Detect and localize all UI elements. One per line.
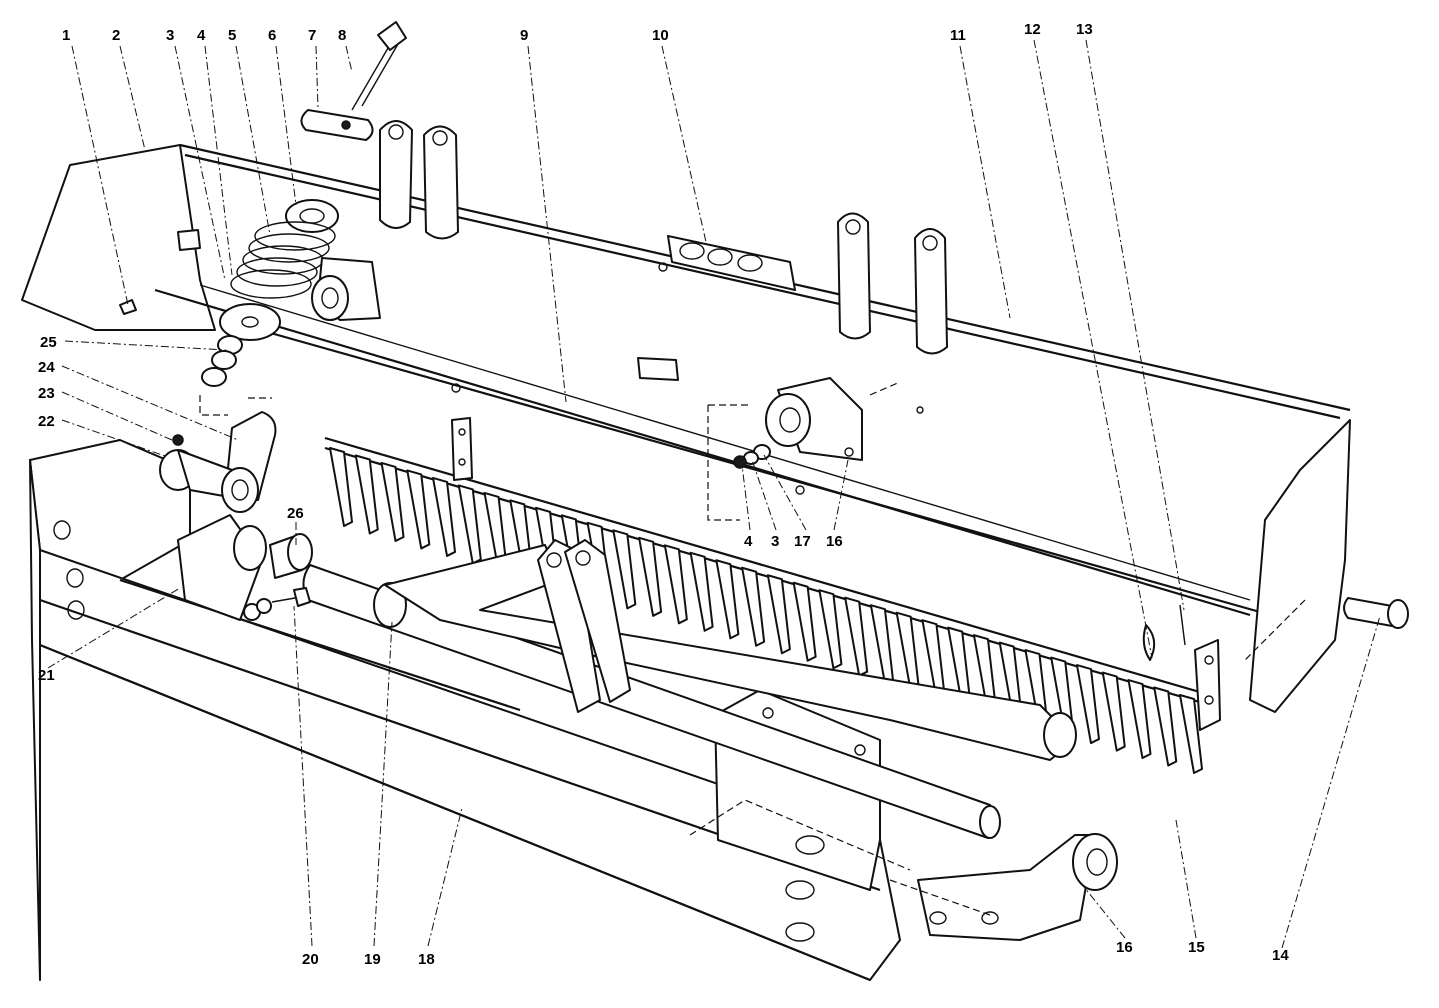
callout-11: 11 bbox=[950, 27, 966, 44]
callout-6: 6 bbox=[268, 27, 276, 44]
rake-tine bbox=[329, 447, 353, 527]
rake-tine bbox=[741, 566, 766, 647]
callout-20: 20 bbox=[302, 951, 319, 968]
callout-4b: 4 bbox=[744, 533, 753, 550]
callout-21: 21 bbox=[38, 667, 55, 684]
callout-13: 13 bbox=[1076, 21, 1093, 38]
callout-25: 25 bbox=[40, 334, 57, 351]
rake-tine bbox=[1101, 671, 1126, 752]
rake-tine bbox=[638, 536, 663, 617]
callout-1: 1 bbox=[62, 27, 70, 44]
rake-tine bbox=[380, 461, 405, 542]
callout-22: 22 bbox=[38, 413, 55, 430]
rake-tine bbox=[715, 559, 740, 640]
callout-16b: 16 bbox=[1116, 939, 1133, 956]
rake-tine bbox=[844, 596, 869, 677]
rake-tine bbox=[766, 574, 791, 655]
rake-tine bbox=[432, 476, 457, 557]
rake-tine bbox=[457, 484, 482, 565]
upper-right-pivot-bracket bbox=[707, 377, 901, 521]
spring-assembly bbox=[119, 21, 679, 387]
rake-tine bbox=[354, 454, 379, 535]
callout-14: 14 bbox=[1272, 947, 1289, 964]
upper-lift-brackets bbox=[379, 120, 948, 355]
callout-24: 24 bbox=[38, 359, 55, 376]
rake-tine bbox=[663, 544, 688, 625]
callout-5: 5 bbox=[228, 27, 236, 44]
rake-tine bbox=[1153, 686, 1178, 767]
callout-15: 15 bbox=[1188, 939, 1205, 956]
rake-tine bbox=[689, 551, 714, 632]
callout-17: 17 bbox=[794, 533, 811, 550]
rake-tine bbox=[1075, 664, 1100, 745]
callout-3b: 3 bbox=[771, 533, 779, 550]
callout-9: 9 bbox=[520, 27, 528, 44]
shaft-assembly bbox=[302, 539, 1077, 839]
callout-3: 3 bbox=[166, 27, 174, 44]
callout-12: 12 bbox=[1024, 21, 1041, 38]
callout-4: 4 bbox=[197, 27, 206, 44]
rake-tine bbox=[612, 529, 637, 610]
pin-14 bbox=[1244, 597, 1409, 661]
rake-tine bbox=[1127, 679, 1152, 760]
upper-housing bbox=[21, 143, 1351, 713]
callout-16: 16 bbox=[826, 533, 843, 550]
callout-26: 26 bbox=[287, 505, 304, 522]
rake-tine bbox=[869, 604, 894, 685]
callout-23: 23 bbox=[38, 385, 55, 402]
callout-labels: 1 2 3 4 5 6 7 8 9 10 11 12 13 25 24 23 2… bbox=[38, 21, 1289, 968]
callout-19: 19 bbox=[364, 951, 381, 968]
callout-18: 18 bbox=[418, 951, 435, 968]
callout-8: 8 bbox=[338, 27, 346, 44]
rake-tine bbox=[792, 581, 817, 662]
rake-tine bbox=[1179, 694, 1203, 774]
callout-2: 2 bbox=[112, 27, 120, 44]
callout-10: 10 bbox=[652, 27, 669, 44]
rake-tine bbox=[895, 611, 920, 692]
left-pivot-parts bbox=[159, 395, 313, 621]
leader-lines bbox=[47, 39, 1381, 949]
rake-tine bbox=[406, 469, 431, 550]
callout-7: 7 bbox=[308, 27, 316, 44]
rake-tine bbox=[818, 589, 843, 670]
